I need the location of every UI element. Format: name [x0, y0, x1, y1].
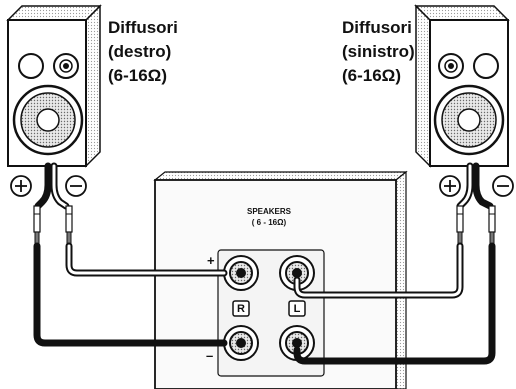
speaker-left-title: Diffusori — [342, 18, 412, 37]
speaker-left-tweeter-2 — [473, 53, 499, 79]
wire-left-minus — [293, 242, 496, 365]
panel-impedance: ( 6 - 16Ω) — [252, 218, 287, 227]
speaker-left-cable — [456, 162, 496, 247]
panel-plus-label: + — [207, 253, 215, 268]
badge-l-label: L — [294, 303, 301, 315]
speaker-right-cabinet — [6, 4, 102, 168]
speaker-right-tweeter-1 — [18, 53, 44, 79]
speaker-left-cabinet — [414, 4, 510, 168]
speaker-right-title: Diffusori — [108, 18, 178, 37]
speaker-left-terminals — [439, 175, 514, 197]
speaker-left-side: (sinistro) — [342, 42, 415, 61]
speaker-left-impedance: (6-16Ω) — [342, 66, 401, 85]
speaker-right-cable — [33, 162, 73, 247]
speaker-right-side: (destro) — [108, 42, 171, 61]
panel-minus-label: – — [206, 348, 213, 363]
badge-l — [288, 300, 306, 317]
wire-right-minus — [33, 242, 228, 347]
speaker-right-impedance: (6-16Ω) — [108, 66, 167, 85]
panel-title: SPEAKERS — [247, 207, 292, 216]
badge-r — [232, 300, 250, 317]
badge-r-label: R — [237, 303, 245, 315]
speaker-terminal-block — [217, 249, 325, 377]
speaker-right-terminals — [10, 175, 87, 197]
speaker-wires — [33, 242, 496, 365]
